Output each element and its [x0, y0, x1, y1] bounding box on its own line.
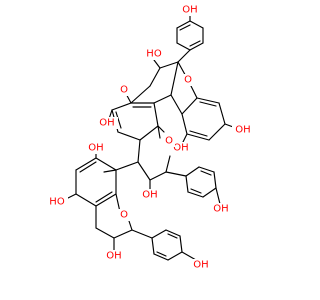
svg-text:O: O — [120, 210, 128, 221]
svg-text:O: O — [184, 75, 192, 86]
svg-text:O: O — [165, 136, 173, 147]
atom-label-o-ring-right: O — [182, 74, 194, 86]
svg-text:HO: HO — [49, 197, 65, 208]
atom-label-oh-right-mid: OH — [170, 142, 192, 154]
atom-label-oh-lower-top: OH — [85, 142, 107, 154]
svg-text:OH: OH — [99, 118, 114, 129]
atom-label-oh-phenol-a: OH — [180, 4, 200, 16]
atom-label-oh-bridge: HO — [143, 48, 165, 60]
svg-text:O: O — [120, 85, 128, 96]
atom-label-oh-pyran: OH — [139, 189, 161, 201]
atom-label-oh-phenol-b: OH — [210, 203, 232, 215]
atom-labels: OH HO O O OH OH OH O — [46, 4, 254, 271]
atom-label-oh-right-ring: OH — [232, 124, 254, 136]
atom-label-o-ring-left: O — [118, 84, 130, 96]
atom-label-o-pyran: O — [163, 135, 175, 147]
svg-text:OH: OH — [213, 204, 228, 215]
structure-canvas: OH HO O O OH OH OH O — [46, 4, 254, 271]
svg-text:OH: OH — [193, 260, 208, 271]
svg-text:OH: OH — [235, 125, 250, 136]
svg-text:OH: OH — [88, 143, 103, 154]
svg-text:OH: OH — [182, 5, 197, 16]
atom-label-oh-lower-left: HO — [46, 196, 68, 208]
svg-text:OH: OH — [142, 190, 157, 201]
molecule-drawing: OH HO O O OH OH OH O — [46, 4, 254, 271]
svg-text:HO: HO — [146, 49, 162, 60]
atom-label-oh-left-mid: OH — [96, 117, 118, 129]
atom-label-oh-lower-pyran: OH — [103, 250, 125, 262]
svg-text:OH: OH — [173, 143, 188, 154]
atom-label-oh-phenol-c: OH — [190, 259, 212, 271]
atom-label-o-lower-pyran: O — [118, 209, 130, 221]
svg-text:OH: OH — [106, 251, 121, 262]
